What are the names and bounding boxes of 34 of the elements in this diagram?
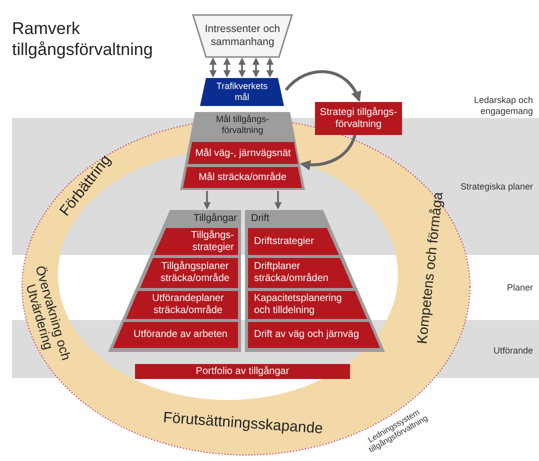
cycle-label: Kompetens och förmåga (412, 191, 446, 345)
band-label: Utförande (493, 344, 533, 358)
arrow (300, 134, 356, 170)
portfolio-bar: Portfolio av tillgångar (135, 364, 350, 379)
stakeholder-trapezoid: Intressenter och sammanhang (193, 15, 292, 57)
operations-pyramid (245, 210, 385, 352)
plan-box: Driftstrategier (248, 228, 339, 255)
arrow (274, 191, 282, 210)
plan-box: Tillgångsplaner sträcka/område (140, 258, 238, 288)
plan-box: Utförande av arbeten (113, 322, 238, 348)
arrow (203, 191, 211, 210)
group-heading: Drift (251, 212, 270, 225)
band-label: Planer (506, 281, 533, 294)
arrow (266, 58, 274, 78)
goal-box: Mål väg-, järnvägsnät (188, 142, 298, 164)
arrow (223, 58, 231, 78)
goal-trapezoid: Trafikverkets mål (200, 78, 284, 106)
diagram-title: Ramverk tillgångsförvaltning (12, 18, 154, 60)
plan-box: Kapacitetsplanering och tilldelning (248, 291, 367, 319)
arrow (209, 58, 217, 78)
strategy-box: Strategi tillgångs- förvaltning (315, 102, 402, 135)
arrow (252, 58, 260, 78)
goal-box: Mål sträcka/område (183, 167, 302, 188)
goal-pyramid (180, 112, 305, 190)
plan-box: Tillgångs- strategier (154, 228, 238, 255)
plan-box: Driftplaner sträcka/områden (248, 258, 353, 288)
group-heading: Tillgångar (193, 212, 237, 225)
plan-box: Utförandeplaner sträcka/område (126, 291, 238, 319)
cycle-label: Förutsättningsskapande (162, 408, 324, 440)
group-heading: Mål tillgångs- förvaltning (214, 114, 270, 136)
plan-box: Drift av väg och järnväg (248, 322, 380, 348)
band-label: Strategiska planer (460, 180, 533, 194)
band-label: Ledarskap och engagemang (472, 95, 533, 117)
arrow (284, 70, 360, 102)
